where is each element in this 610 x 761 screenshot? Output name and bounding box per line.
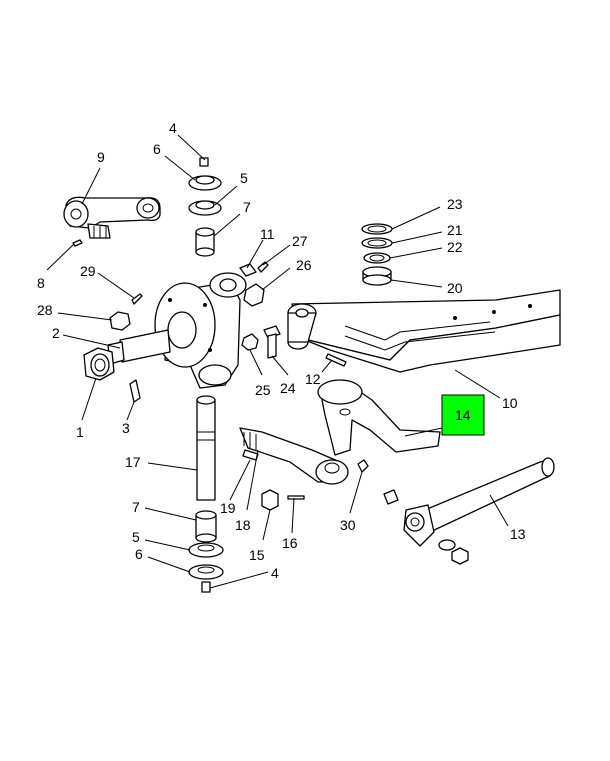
spindle-nut-icon xyxy=(83,347,115,381)
bottom-king-pin-parts-icon xyxy=(188,510,224,593)
castle-nut-and-pin-icon xyxy=(261,459,369,511)
callout-3: 3 xyxy=(122,420,130,436)
callout-10: 10 xyxy=(502,395,518,411)
pin-3-icon xyxy=(129,379,141,403)
king-pin-icon xyxy=(196,395,216,501)
callout-4-top: 4 xyxy=(169,120,177,136)
steering-arm-14-icon xyxy=(317,379,441,456)
leader-lines xyxy=(46,134,509,589)
callout-20: 20 xyxy=(447,280,463,296)
shim-stack-icon xyxy=(361,223,393,286)
tie-rod-arm-icon xyxy=(239,427,349,485)
callout-2: 2 xyxy=(52,325,60,341)
cotter-pin-icon xyxy=(72,239,83,247)
callout-29: 29 xyxy=(80,263,96,279)
callout-14[interactable]: 14 xyxy=(455,407,471,423)
callout-30: 30 xyxy=(340,517,356,533)
callout-7-bottom: 7 xyxy=(132,499,140,515)
callout-13: 13 xyxy=(510,526,526,542)
callout-27: 27 xyxy=(292,233,308,249)
bolt-and-nut-icon xyxy=(241,325,281,359)
callout-16: 16 xyxy=(282,535,298,551)
tie-rod-icon xyxy=(383,457,555,565)
callout-4-bottom: 4 xyxy=(271,565,279,581)
callout-15: 15 xyxy=(249,547,265,563)
callout-1: 1 xyxy=(76,424,84,440)
callout-6-top: 6 xyxy=(153,141,161,157)
callout-8: 8 xyxy=(37,275,45,291)
callout-26: 26 xyxy=(296,257,312,273)
callout-17: 17 xyxy=(125,454,141,470)
callout-23: 23 xyxy=(447,196,463,212)
steering-knuckle-icon xyxy=(107,272,247,389)
callout-19: 19 xyxy=(220,500,236,516)
callout-9: 9 xyxy=(97,149,105,165)
top-king-pin-parts-icon xyxy=(188,157,222,257)
callout-21: 21 xyxy=(447,222,463,238)
axle-beam-icon xyxy=(287,289,561,373)
pin-icon xyxy=(325,353,347,367)
callout-22: 22 xyxy=(447,239,463,255)
callout-5-top: 5 xyxy=(240,170,248,186)
callout-6-bottom: 6 xyxy=(135,546,143,562)
steering-arm-icon xyxy=(63,196,161,239)
knuckle-fasteners-icon xyxy=(239,261,269,307)
callout-11: 11 xyxy=(260,226,275,242)
callout-25: 25 xyxy=(255,382,271,398)
nut-and-pin-icon xyxy=(109,293,143,331)
callout-12: 12 xyxy=(305,371,321,387)
highlight-box[interactable] xyxy=(441,394,485,436)
callout-18: 18 xyxy=(235,517,251,533)
callout-28: 28 xyxy=(37,302,53,318)
callout-7-top: 7 xyxy=(243,199,251,215)
callout-24: 24 xyxy=(280,380,296,396)
callout-5-bottom: 5 xyxy=(132,529,140,545)
